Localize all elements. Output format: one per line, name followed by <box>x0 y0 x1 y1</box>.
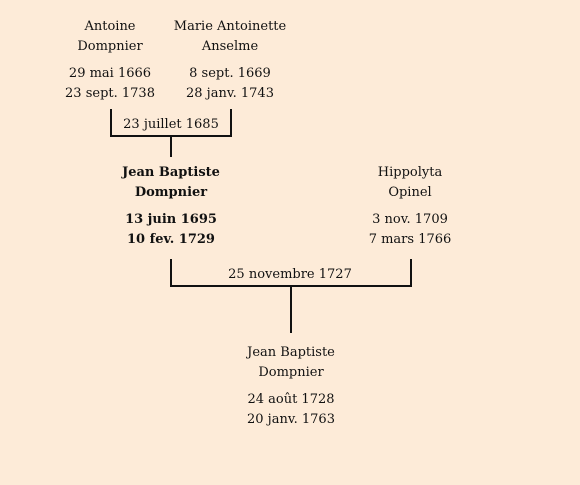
person-last-name: Dompnier <box>77 39 143 54</box>
person-last-name: Opinel <box>388 185 432 200</box>
birth-date: 24 août 1728 <box>247 392 335 407</box>
death-date: 10 fev. 1729 <box>127 232 215 247</box>
person-last-name: Dompnier <box>134 185 208 200</box>
death-date: 28 janv. 1743 <box>186 86 274 101</box>
birth-date: 29 mai 1666 <box>68 66 152 81</box>
person-first-name: Hippolyta <box>377 165 443 180</box>
death-date: 7 mars 1766 <box>368 232 452 247</box>
person-dates: 3 nov. 1709 7 mars 1766 <box>350 210 470 250</box>
death-date: 20 janv. 1763 <box>247 412 335 427</box>
birth-date: 13 juin 1695 <box>125 212 217 227</box>
person-antoine-dompnier[interactable]: Antoine Dompnier 29 mai 1666 23 sept. 17… <box>50 17 170 104</box>
person-first-name: Jean Baptiste <box>247 345 335 360</box>
person-hippolyta-opinel[interactable]: Hippolyta Opinel 3 nov. 1709 7 mars 1766 <box>350 163 470 250</box>
person-dates: 29 mai 1666 23 sept. 1738 <box>50 64 170 104</box>
person-first-name: Jean Baptiste <box>122 165 220 180</box>
birth-date: 3 nov. 1709 <box>372 212 448 227</box>
birth-date: 8 sept. 1669 <box>189 66 271 81</box>
person-marie-antoinette-anselme[interactable]: Marie Antoinette Anselme 8 sept. 1669 28… <box>160 17 300 104</box>
person-first-name: Antoine <box>84 19 136 34</box>
person-jean-baptiste-dompnier-father[interactable]: Jean Baptiste Dompnier 13 juin 1695 10 f… <box>100 163 242 250</box>
person-dates: 24 août 1728 20 janv. 1763 <box>220 390 362 430</box>
person-last-name: Dompnier <box>258 365 324 380</box>
person-last-name: Anselme <box>201 39 259 54</box>
death-date: 23 sept. 1738 <box>65 86 155 101</box>
gen2-marriage-date: 25 novembre 1727 <box>228 267 352 282</box>
gen1-marriage-date: 23 juillet 1685 <box>123 117 219 132</box>
person-dates: 8 sept. 1669 28 janv. 1743 <box>160 64 300 104</box>
person-jean-baptiste-dompnier-child[interactable]: Jean Baptiste Dompnier 24 août 1728 20 j… <box>220 343 362 430</box>
person-dates: 13 juin 1695 10 fev. 1729 <box>100 210 242 250</box>
person-first-name: Marie Antoinette <box>173 19 287 34</box>
